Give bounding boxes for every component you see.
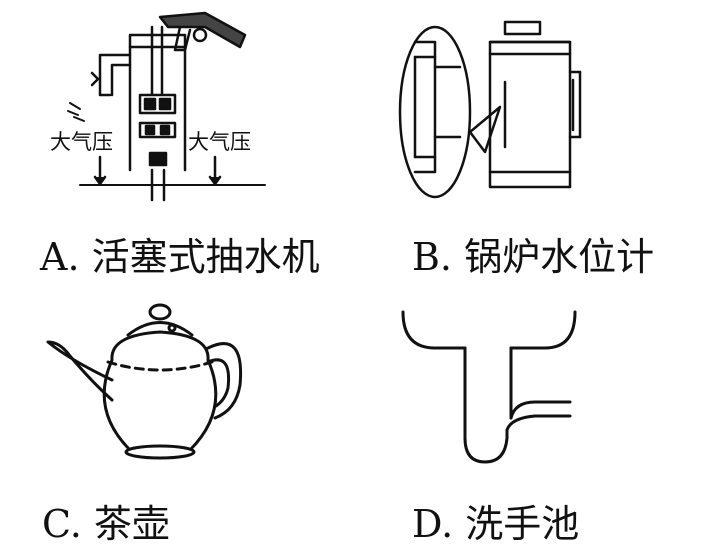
sink-drain-trap-icon: [401, 310, 577, 464]
option-a-label: A. 活塞式抽水机: [40, 235, 320, 279]
teapot-icon: [46, 303, 243, 460]
option-d-label: D. 洗手池: [412, 502, 580, 546]
option-d-figure: [395, 300, 595, 475]
option-a-figure: 大气压 大气压: [40, 5, 270, 205]
atm-pressure-label-right: 大气压: [188, 130, 251, 154]
option-b-label: B. 锅炉水位计: [412, 235, 655, 279]
atm-pressure-label-left: 大气压: [50, 130, 113, 154]
piston-pump-icon: 大气压 大气压: [50, 11, 266, 202]
option-b-figure: [395, 12, 595, 207]
option-c-figure: [40, 290, 290, 465]
option-c-label: C. 茶壶: [42, 502, 170, 546]
boiler-water-gauge-icon: [398, 20, 582, 199]
